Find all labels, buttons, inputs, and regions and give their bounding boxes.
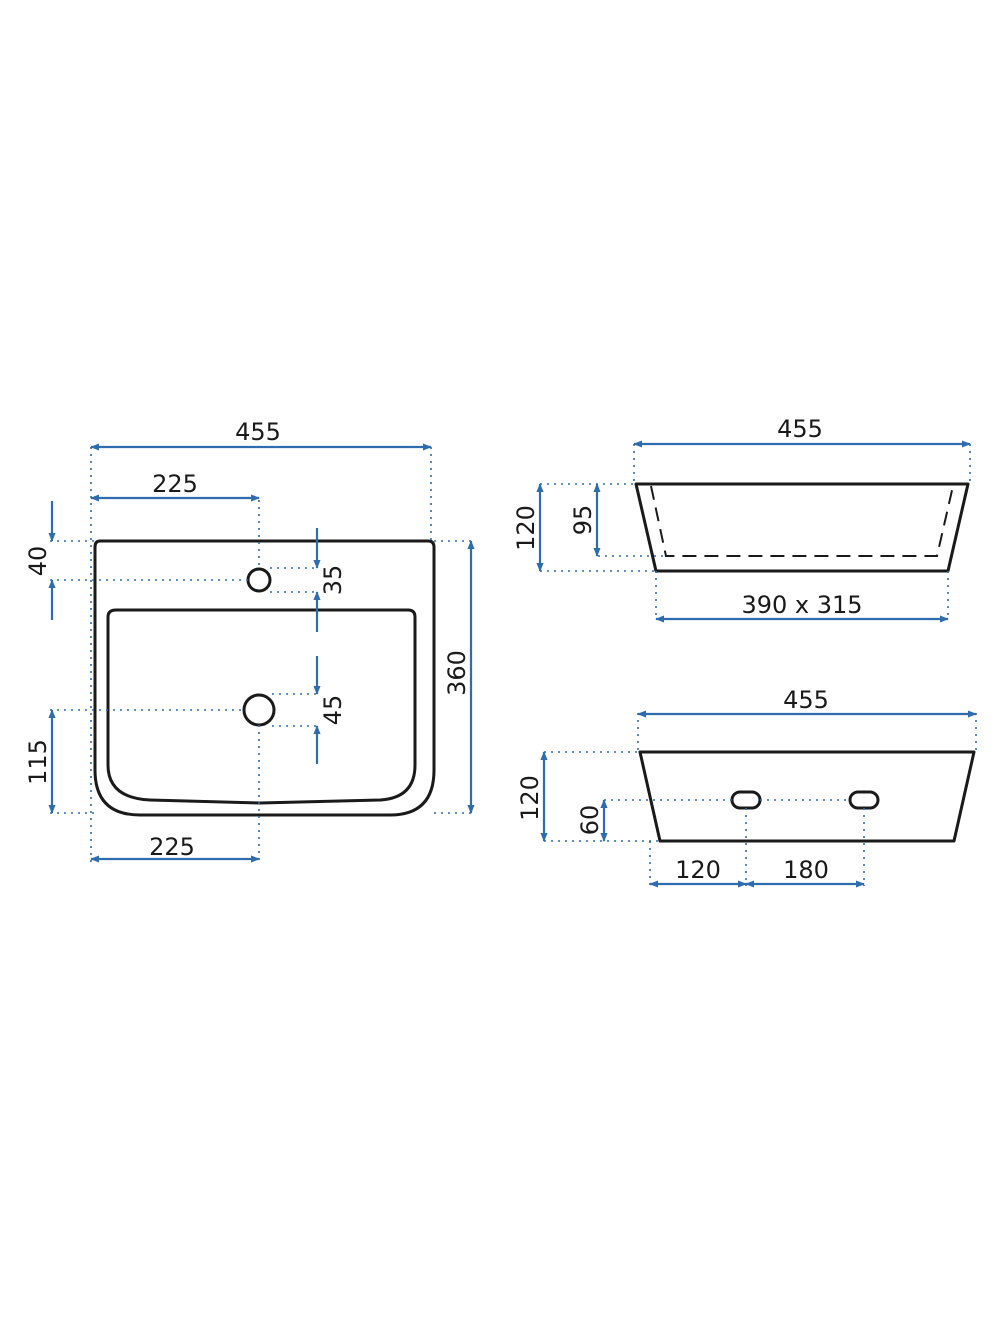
front-view: 455 120 95 390 x 315 bbox=[512, 415, 971, 623]
drain-hole bbox=[242, 693, 276, 727]
drain-offset-label: 225 bbox=[149, 833, 195, 861]
fixing-height-label: 60 bbox=[576, 805, 604, 836]
tap-hole bbox=[246, 567, 272, 593]
fixing-spacing-label: 180 bbox=[783, 856, 829, 884]
back-basin-outline bbox=[638, 750, 976, 843]
tap-offset-label: 225 bbox=[152, 470, 198, 498]
drain-front-label: 115 bbox=[24, 739, 52, 785]
back-height-label: 120 bbox=[516, 775, 544, 821]
basin-outline bbox=[93, 539, 436, 817]
tap-diameter-label: 35 bbox=[319, 565, 347, 596]
drain-diameter-label: 45 bbox=[319, 695, 347, 726]
inner-bowl-dashed bbox=[650, 485, 954, 557]
fixing-slot-right bbox=[848, 790, 880, 810]
bowl-depth-label: 95 bbox=[569, 505, 597, 536]
front-height-label: 120 bbox=[512, 505, 540, 551]
top-width-label: 455 bbox=[235, 418, 281, 446]
back-width-label: 455 bbox=[783, 686, 829, 714]
bowl-outline bbox=[106, 608, 417, 805]
back-view: 455 120 60 120 180 bbox=[516, 686, 977, 888]
bowl-size-label: 390 x 315 bbox=[741, 591, 862, 619]
front-basin-outline bbox=[634, 482, 970, 573]
fixing-offset-label: 120 bbox=[675, 856, 721, 884]
front-width-label: 455 bbox=[777, 415, 823, 443]
tap-from-back-label: 40 bbox=[24, 546, 52, 577]
top-view: 455 225 40 35 45 360 115 225 bbox=[24, 418, 475, 863]
fixing-slot-left bbox=[730, 790, 762, 810]
depth-label: 360 bbox=[443, 650, 471, 696]
